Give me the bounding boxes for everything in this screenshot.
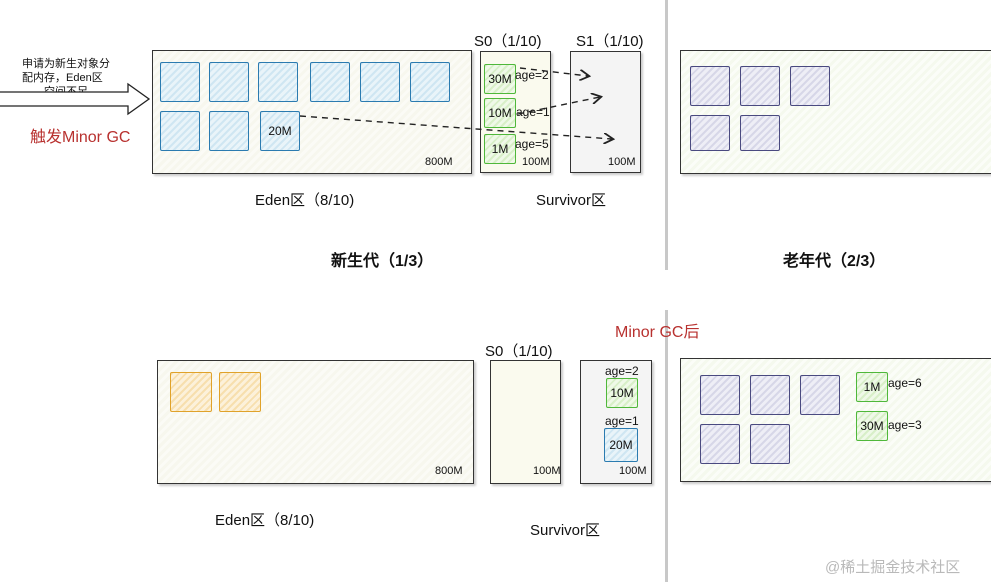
s0-title: S0（1/10) bbox=[485, 343, 553, 360]
object-block bbox=[258, 62, 298, 102]
s0-size: 100M bbox=[533, 465, 561, 477]
object-block bbox=[170, 372, 212, 412]
dashed-arrow bbox=[517, 97, 600, 115]
survivor-label: Survivor区 bbox=[530, 522, 601, 539]
age-label: age=2 bbox=[605, 364, 639, 378]
age-label: age=5 bbox=[515, 137, 549, 151]
object-block-30m: 30M bbox=[856, 411, 888, 441]
divider bbox=[665, 0, 668, 270]
object-block-20m: 20M bbox=[260, 111, 300, 151]
eden-size: 800M bbox=[435, 465, 463, 477]
hollow-arrow-icon bbox=[0, 82, 151, 116]
eden-label: Eden区（8/10) bbox=[255, 192, 355, 209]
young-gen-label: 新生代（1/3） bbox=[331, 253, 434, 270]
s1-title: S1（1/10) bbox=[576, 33, 644, 50]
dashed-arrow bbox=[519, 67, 588, 76]
object-block bbox=[310, 62, 350, 102]
note-line: 配内存，Eden区 bbox=[22, 72, 103, 84]
age-label: age=1 bbox=[605, 414, 639, 428]
object-block bbox=[700, 424, 740, 464]
age-label: age=6 bbox=[888, 376, 922, 390]
object-block bbox=[750, 375, 790, 415]
object-block bbox=[690, 115, 730, 151]
age-label: age=3 bbox=[888, 418, 922, 432]
object-block-10m: 10M bbox=[606, 378, 638, 408]
survivor-label: Survivor区 bbox=[536, 192, 607, 209]
s0-space-after bbox=[490, 360, 561, 484]
object-block bbox=[690, 66, 730, 106]
object-block bbox=[219, 372, 261, 412]
object-block bbox=[160, 62, 200, 102]
watermark: @稀土掘金技术社区 bbox=[825, 559, 961, 576]
object-block-1m: 1M bbox=[856, 372, 888, 402]
s1-size: 100M bbox=[619, 465, 647, 477]
object-block bbox=[160, 111, 200, 151]
object-block-20m: 20M bbox=[604, 428, 638, 462]
divider bbox=[665, 310, 668, 582]
age-label: age=2 bbox=[515, 68, 549, 82]
object-block bbox=[410, 62, 450, 102]
copy-arrows bbox=[299, 67, 991, 200]
object-block bbox=[740, 115, 780, 151]
object-block bbox=[740, 66, 780, 106]
object-block bbox=[209, 111, 249, 151]
dashed-arrow bbox=[299, 115, 612, 139]
eden-size: 800M bbox=[425, 156, 453, 168]
s0-title: S0（1/10) bbox=[474, 33, 542, 50]
object-block-30m: 30M bbox=[484, 64, 516, 94]
object-block bbox=[209, 62, 249, 102]
object-block bbox=[360, 62, 400, 102]
object-block-1m: 1M bbox=[484, 134, 516, 164]
s0-size: 100M bbox=[522, 156, 550, 168]
object-block bbox=[750, 424, 790, 464]
eden-label: Eden区（8/10) bbox=[215, 512, 315, 529]
s1-size: 100M bbox=[608, 156, 636, 168]
note-line: 申请为新生对象分 bbox=[22, 58, 110, 70]
object-block-10m: 10M bbox=[484, 98, 516, 128]
object-block bbox=[700, 375, 740, 415]
trigger-label: 触发Minor GC bbox=[30, 129, 131, 146]
object-block bbox=[800, 375, 840, 415]
object-block bbox=[790, 66, 830, 106]
old-gen-space bbox=[680, 50, 991, 174]
after-gc-title: Minor GC后 bbox=[615, 324, 700, 341]
old-gen-label: 老年代（2/3） bbox=[783, 253, 886, 270]
